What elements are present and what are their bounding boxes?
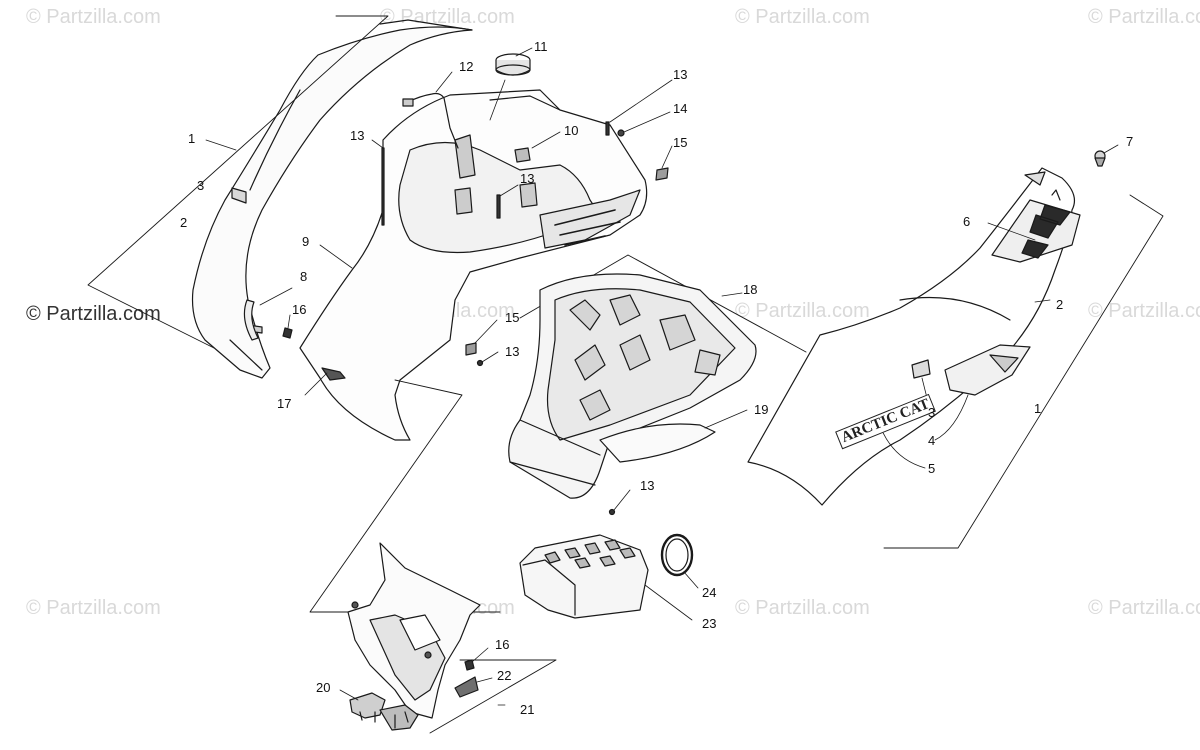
callout-13: 13 bbox=[350, 128, 365, 143]
callout-21: 21 bbox=[520, 702, 535, 717]
callout-2: 2 bbox=[180, 215, 188, 230]
callout-4: 4 bbox=[928, 433, 936, 448]
rivet-16-lower bbox=[464, 659, 475, 671]
callout-5: 5 bbox=[928, 461, 936, 476]
screw-13-left bbox=[381, 147, 385, 226]
watermark: © Partzilla.com bbox=[735, 6, 870, 28]
clip-14 bbox=[617, 129, 625, 137]
liner-19 bbox=[599, 423, 716, 463]
callout-20: 20 bbox=[316, 680, 331, 695]
bracket-1-left bbox=[87, 15, 389, 349]
watermark: © Partzilla.com bbox=[26, 6, 161, 28]
callout-15: 15 bbox=[673, 135, 688, 150]
callout-3: 3 bbox=[928, 405, 936, 420]
bracket-21 bbox=[429, 659, 557, 734]
screw-13-lower bbox=[608, 508, 616, 516]
callout-16: 16 bbox=[292, 302, 307, 317]
callout-22: 22 bbox=[497, 668, 512, 683]
callout-10: 10 bbox=[564, 123, 579, 138]
bracket-20 bbox=[349, 692, 419, 731]
trim-strip-8 bbox=[243, 299, 259, 341]
rivet-16-left bbox=[282, 327, 293, 339]
callout-15: 15 bbox=[505, 310, 520, 325]
clip-22 bbox=[454, 676, 479, 698]
watermark: © Partzilla.com bbox=[26, 597, 161, 619]
callout-13: 13 bbox=[505, 344, 520, 359]
watermark: © Partzilla.com bbox=[735, 597, 870, 619]
screw-13-upper bbox=[605, 121, 610, 136]
left-side-panel bbox=[191, 19, 473, 379]
clip-15-upper bbox=[655, 167, 669, 181]
watermark: © Partzilla.com bbox=[1088, 597, 1200, 619]
left-emblem-3 bbox=[231, 187, 247, 204]
clip-15-mid bbox=[465, 342, 477, 356]
callout-9: 9 bbox=[302, 234, 310, 249]
callout-13: 13 bbox=[673, 67, 688, 82]
cap-11 bbox=[495, 53, 531, 76]
callout-17: 17 bbox=[277, 396, 292, 411]
callout-1: 1 bbox=[188, 131, 196, 146]
watermark: © Partzilla.com bbox=[1088, 300, 1200, 322]
callout-13: 13 bbox=[640, 478, 655, 493]
callout-18: 18 bbox=[743, 282, 758, 297]
watermark: © Partzilla.com bbox=[735, 300, 870, 322]
intake-duct-23 bbox=[519, 534, 649, 619]
callout-12: 12 bbox=[459, 59, 474, 74]
bracket-1-right bbox=[883, 194, 1164, 549]
callout-11: 11 bbox=[534, 39, 548, 54]
callout-6: 6 bbox=[963, 214, 971, 229]
lower-front-panel-21 bbox=[347, 542, 481, 719]
clip-7 bbox=[1094, 150, 1106, 167]
callout-19: 19 bbox=[754, 402, 769, 417]
watermark: © Partzilla.com bbox=[1088, 6, 1200, 28]
callout-8: 8 bbox=[300, 269, 308, 284]
upper-nosepan-9 bbox=[299, 89, 648, 441]
callout-7: 7 bbox=[1126, 134, 1134, 149]
right-side-panel bbox=[747, 167, 1081, 506]
wire-harness-12 bbox=[407, 92, 459, 149]
watermark: © Partzilla.com bbox=[380, 6, 515, 28]
callout-3: 3 bbox=[197, 178, 205, 193]
watermark-prominent: © Partzilla.com bbox=[26, 303, 161, 325]
bracket-10 bbox=[514, 147, 531, 163]
callout-2: 2 bbox=[1056, 297, 1064, 312]
callout-1: 1 bbox=[1034, 401, 1042, 416]
callout-14: 14 bbox=[673, 101, 688, 116]
callout-24: 24 bbox=[702, 585, 717, 600]
hose-clamp-24 bbox=[660, 533, 694, 577]
callout-13: 13 bbox=[520, 171, 535, 186]
right-emblem-3 bbox=[911, 359, 931, 379]
storage-compartment-18 bbox=[508, 273, 757, 499]
callout-16: 16 bbox=[495, 637, 510, 652]
callout-23: 23 bbox=[702, 616, 717, 631]
